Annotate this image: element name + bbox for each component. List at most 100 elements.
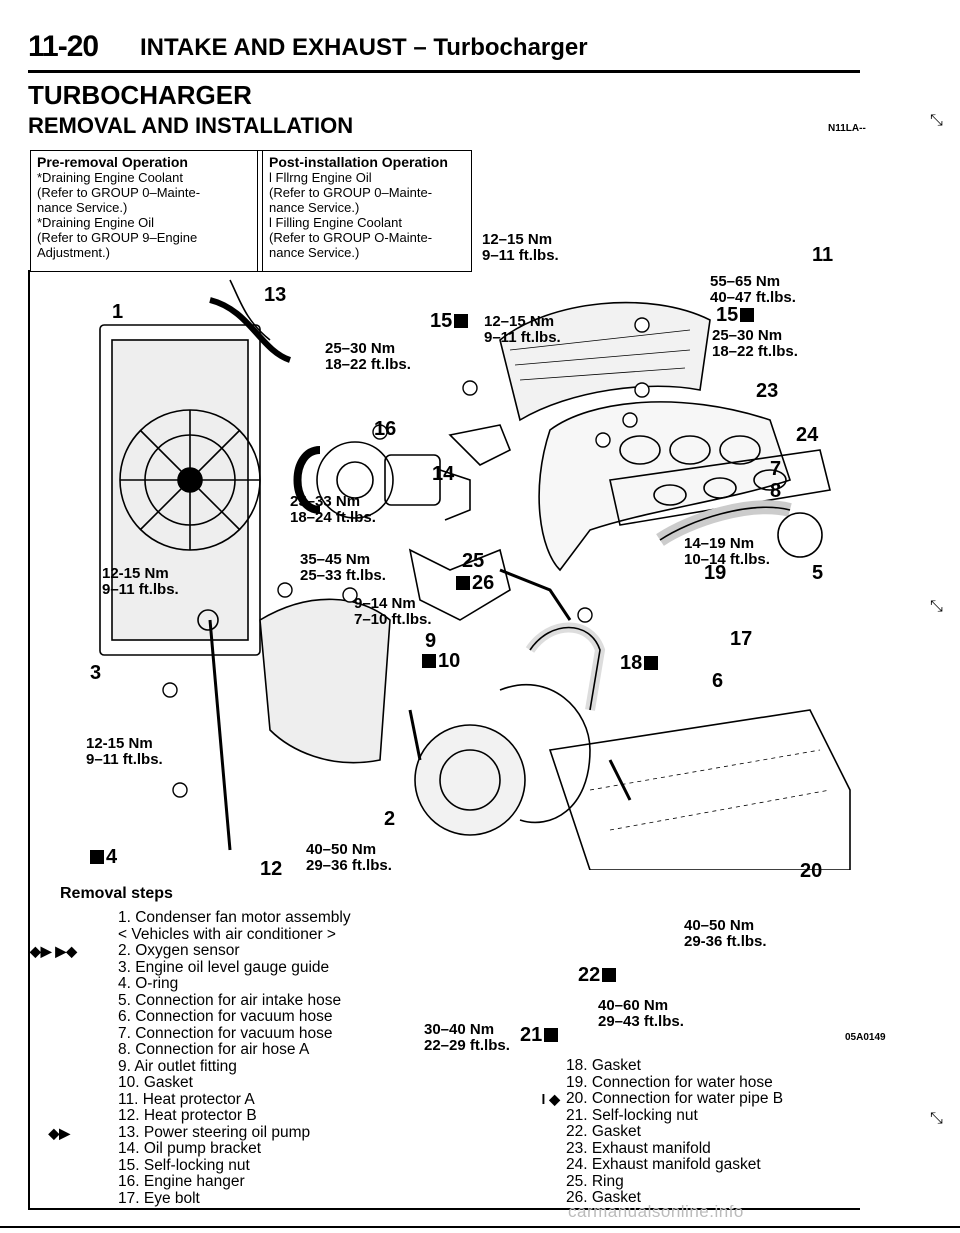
part-number: 12	[260, 858, 283, 880]
page-bottom-rule	[0, 1226, 960, 1228]
part-number: 8	[770, 480, 782, 502]
step-item: 24. Exhaust manifold gasket	[566, 1156, 761, 1173]
part-number-oring: 4	[88, 846, 117, 869]
part-number: 19	[704, 562, 727, 584]
step-item: l ◆20. Connection for water pipe B	[541, 1090, 783, 1108]
part-number: 13	[264, 284, 287, 306]
removal-steps-title: Removal steps	[60, 885, 173, 902]
new-part-icon	[454, 314, 469, 328]
step-item: 19. Connection for water hose	[566, 1073, 773, 1091]
pre-removal-line: nance Service.)	[37, 200, 128, 215]
step-item: ◆▶ ▶◆2. Oxygen sensor	[30, 942, 240, 959]
pre-removal-heading: Pre-removal Operation	[37, 154, 188, 170]
step-item: < Vehicles with air conditioner >	[118, 925, 336, 943]
step-item: 11. Heat protector A	[118, 1090, 255, 1108]
post-installation-line: (Refer to GROUP O-Mainte-	[269, 230, 433, 245]
part-number: 25	[462, 550, 485, 572]
new-part-icon	[602, 968, 617, 982]
pre-removal-line: *Draining Engine Coolant	[37, 170, 183, 185]
pre-removal-line: Adjustment.)	[37, 245, 110, 260]
part-number: 3	[90, 662, 102, 684]
step-item: ◆▶13. Power steering oil pump	[48, 1124, 351, 1142]
step-marker: l ◆	[541, 1091, 560, 1107]
step-item: 15. Self-locking nut	[118, 1156, 250, 1174]
step-item: 17. Eye bolt	[118, 1189, 200, 1207]
part-number-nut: 21	[520, 1024, 560, 1047]
subsection-title: REMOVAL AND INSTALLATION	[28, 113, 354, 138]
left-frame-rule	[28, 270, 30, 1210]
step-item: 25. Ring	[566, 1172, 624, 1190]
exploded-diagram	[99, 279, 851, 870]
new-part-icon	[644, 656, 659, 670]
step-item: 16. Engine hanger	[118, 1173, 245, 1190]
step-item: 8. Connection for air hose A	[118, 1041, 310, 1058]
part-number: 11	[812, 244, 834, 266]
step-item: 4. O-ring	[118, 975, 179, 992]
part-number: 20	[800, 860, 823, 882]
step-item: 1. Condenser fan motor assembly	[118, 909, 351, 926]
removal-steps-right: 18. Gasket 19. Connection for water hose…	[541, 1057, 783, 1207]
part-number: 6	[712, 670, 724, 692]
step-item: 26. Gasket	[566, 1189, 641, 1206]
part-number: 23	[756, 380, 779, 402]
step-item: 14. Oil pump bracket	[118, 1140, 262, 1157]
step-item: 10. Gasket	[118, 1074, 193, 1091]
removal-steps-left: 1. Condenser fan motor assembly < Vehicl…	[30, 909, 351, 1207]
pre-removal-line: (Refer to GROUP 9–Engine	[37, 230, 198, 245]
step-item: 21. Self-locking nut	[566, 1106, 698, 1124]
part-number-gasket: 22	[578, 964, 618, 987]
part-number-gasket: 18	[620, 652, 660, 675]
part-number-nut: 15	[430, 310, 470, 333]
post-installation-heading: Post-installation Operation	[269, 154, 448, 170]
doc-code: N11LA--	[828, 123, 866, 134]
part-number: 17	[730, 628, 753, 650]
post-installation-line: (Refer to GROUP 0–Mainte-	[269, 185, 433, 200]
post-installation-line: l Fllrng Engine Oil	[269, 170, 372, 185]
step-item: 3. Engine oil level gauge guide	[118, 958, 330, 976]
operation-notes-box: Pre-removal Operation *Draining Engine C…	[30, 150, 472, 272]
part-number: 16	[374, 418, 397, 440]
pre-removal-line: *Draining Engine Oil	[37, 215, 155, 230]
margin-mark-icon: ⤡	[930, 1110, 943, 1127]
part-number-gasket: 10	[420, 650, 460, 673]
new-part-icon	[456, 576, 470, 590]
margin-mark-icon: ⤡	[930, 598, 943, 615]
step-item: 6. Connection for vacuum hose	[118, 1008, 333, 1025]
new-part-icon	[90, 850, 104, 864]
part-number: 7	[770, 458, 782, 480]
step-marker: ◆▶	[48, 1124, 70, 1141]
new-part-icon	[544, 1028, 559, 1042]
post-installation-operation: Post-installation Operation l Fllrng Eng…	[269, 154, 448, 261]
new-part-icon	[422, 654, 436, 668]
step-item: 9. Air outlet fitting	[118, 1057, 237, 1075]
step-marker: ◆▶ ▶◆	[30, 943, 77, 959]
page-number: 11-20	[28, 30, 99, 63]
post-installation-line: nance Service.)	[269, 200, 360, 215]
part-number: 5	[812, 562, 824, 584]
part-number-nut: 15	[716, 304, 756, 327]
section-title: TURBOCHARGER	[28, 80, 252, 110]
part-number-gasket: 26	[454, 572, 494, 595]
step-item: 23. Exhaust manifold	[566, 1139, 711, 1157]
step-item: 12. Heat protector B	[118, 1107, 257, 1124]
step-item: 18. Gasket	[566, 1057, 641, 1074]
pre-removal-line: (Refer to GROUP 0–Mainte-	[37, 185, 201, 200]
pre-removal-operation: Pre-removal Operation *Draining Engine C…	[37, 154, 201, 261]
post-installation-line: l Filling Engine Coolant	[269, 215, 402, 230]
watermark: carmanualsonline.info	[568, 1202, 744, 1221]
part-number: 2	[384, 808, 396, 830]
